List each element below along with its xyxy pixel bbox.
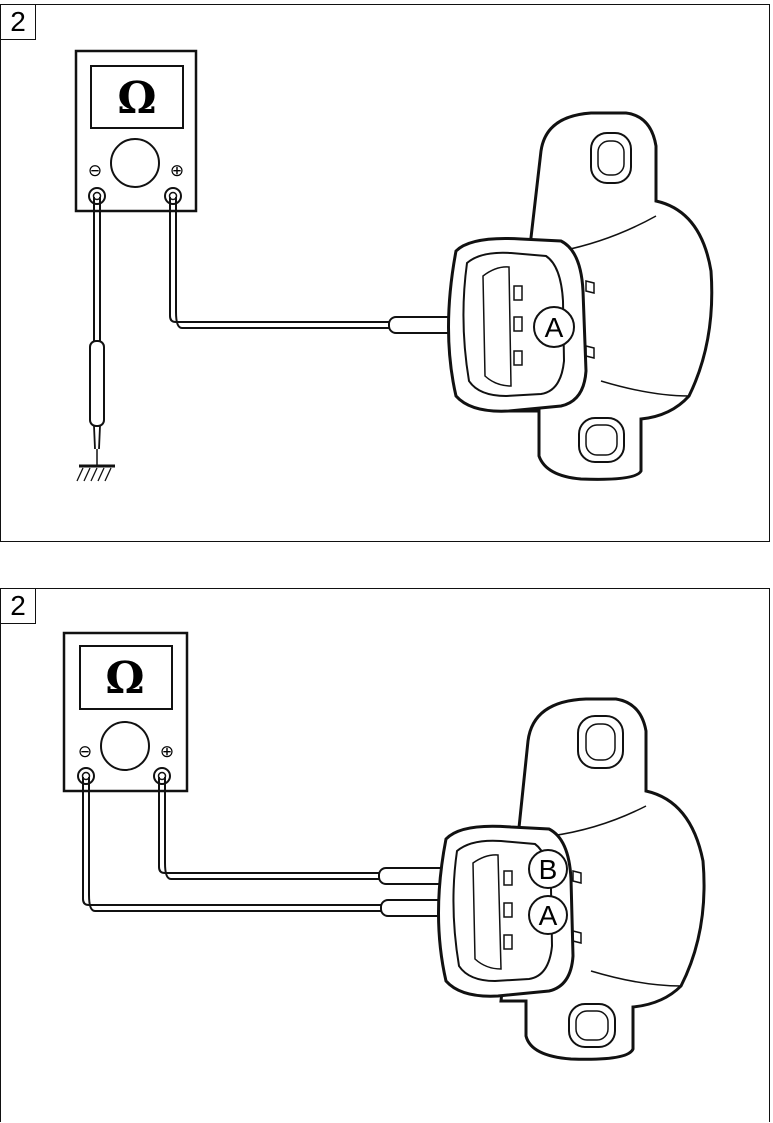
pin-label-b: B — [528, 849, 568, 889]
step-number: 2 — [1, 589, 36, 624]
svg-text:A: A — [539, 900, 558, 931]
diagram-panel-2: 2 Ω ⊖ ⊕ — [0, 588, 770, 1122]
ohm-symbol: Ω — [105, 653, 144, 704]
diagram-panel-1: 2 Ω ⊖ ⊕ — [0, 4, 770, 542]
ohm-symbol: Ω — [117, 73, 156, 124]
multimeter: Ω ⊖ ⊕ — [74, 49, 198, 213]
sensor — [437, 697, 706, 1061]
plus-terminal-icon: ⊕ — [160, 742, 174, 762]
rotary-dial — [100, 721, 150, 771]
minus-terminal-icon: ⊖ — [78, 742, 92, 762]
plus-terminal-icon: ⊕ — [170, 161, 184, 181]
step-number: 2 — [1, 5, 36, 40]
rotary-dial — [110, 138, 160, 188]
pin-to-pin-resistance-diagram: Ω ⊖ ⊕ — [62, 631, 706, 1061]
pin-label-a: A — [533, 306, 575, 348]
ground-lead — [76, 197, 115, 482]
sensor — [447, 111, 714, 481]
multimeter: Ω ⊖ ⊕ — [62, 631, 189, 793]
svg-text:B: B — [539, 854, 558, 885]
pin-label-a: A — [528, 895, 568, 935]
minus-terminal-icon: ⊖ — [88, 161, 102, 181]
svg-text:A: A — [545, 312, 564, 343]
ground-icon — [76, 467, 112, 482]
resistance-to-ground-diagram: Ω ⊖ ⊕ — [74, 49, 714, 482]
